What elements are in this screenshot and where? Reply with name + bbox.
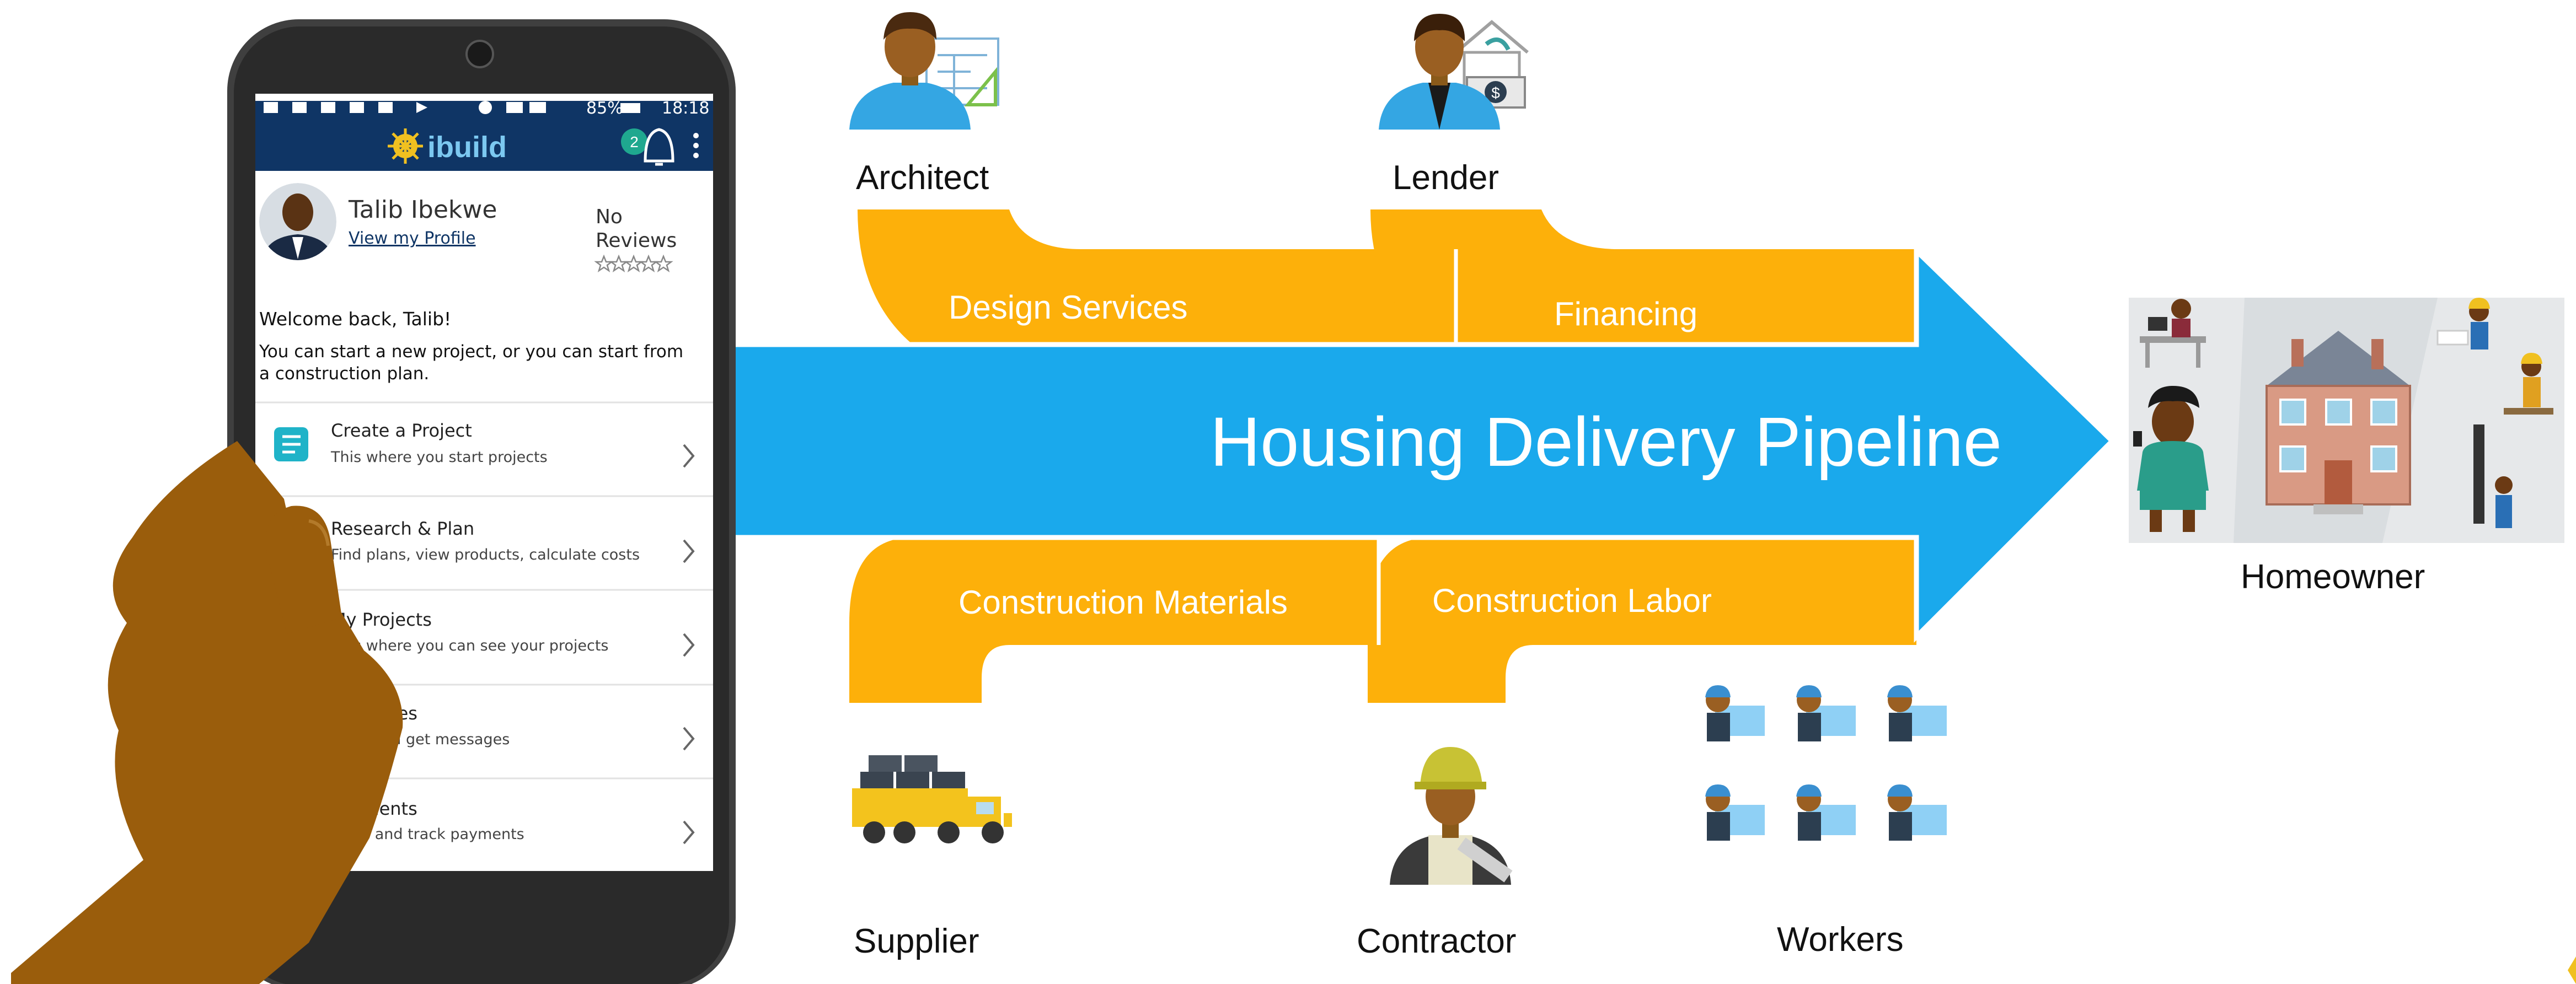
status-icons (264, 101, 640, 114)
homeowner-label: Homeowner (2241, 558, 2425, 596)
ibuild-logo-icon (388, 128, 423, 164)
chevron-right-icon (683, 539, 695, 563)
welcome-text: Welcome back, Talib! (259, 308, 451, 330)
pipeline-title: Housing Delivery Pipeline (1210, 403, 2002, 481)
status-time: 18:18 (662, 99, 709, 118)
corner-star-icon (2568, 956, 2576, 984)
menu-item-title: Research & Plan (331, 518, 474, 539)
menu-item-create-project[interactable]: Create a Project This where you start pr… (255, 401, 713, 468)
chevron-right-icon (683, 820, 695, 845)
contractor-icon (1390, 747, 1513, 885)
architect-icon (849, 12, 999, 130)
menu-item-subtitle: This where you can see your projects (330, 637, 608, 654)
notification-count: 2 (630, 133, 639, 150)
overflow-menu-icon[interactable] (693, 133, 699, 158)
pipeline-arrow (725, 245, 2116, 643)
battery-percent: 85% (586, 99, 623, 118)
menu-item-subtitle: Find plans, view products, calculate cos… (331, 546, 640, 563)
lender-label: Lender (1393, 159, 1499, 197)
workers-label: Workers (1777, 921, 1904, 959)
workers-icon (1705, 685, 1947, 841)
menu-item-subtitle: This where you start projects (330, 449, 548, 466)
reviews-label-line2: Reviews (596, 229, 677, 252)
chevron-right-icon (683, 727, 695, 751)
menu-item-title: Create a Project (331, 420, 472, 441)
design-services-label: Design Services (949, 289, 1188, 326)
financing-flow (1370, 209, 1916, 345)
design-services-flow (858, 209, 1456, 345)
construction-labor-flow (1368, 537, 1916, 703)
pipeline: Housing Delivery Pipeline Design Service… (725, 209, 2116, 703)
intro-text-line2: a construction plan. (259, 364, 429, 384)
chevron-right-icon (683, 633, 695, 657)
rating-stars-icon (594, 254, 673, 272)
hand-icon (11, 441, 403, 984)
architect-label: Architect (856, 159, 989, 197)
app-logo: ibuild (427, 131, 507, 164)
notification-badge (621, 128, 647, 155)
lender-icon: $ (1379, 14, 1529, 130)
construction-materials-flow (849, 537, 1379, 703)
menu-item-research-plan[interactable]: Research & Plan Find plans, view product… (255, 495, 713, 563)
chevron-right-icon (683, 444, 695, 468)
profile-name: Talib Ibekwe (348, 196, 497, 224)
construction-labor-label: Construction Labor (1432, 582, 1712, 619)
financing-label: Financing (1554, 295, 1697, 332)
avatar[interactable] (259, 183, 336, 262)
supplier-label: Supplier (854, 922, 979, 960)
supplier-truck-icon (852, 755, 1012, 843)
contractor-label: Contractor (1357, 922, 1516, 960)
bell-icon[interactable] (644, 128, 674, 166)
homeowner-illustration (2129, 298, 2564, 543)
svg-text:$: $ (1491, 84, 1500, 101)
reviews-label-line1: No (596, 206, 623, 228)
construction-materials-label: Construction Materials (958, 584, 1288, 621)
intro-text-line1: You can start a new project, or you can … (259, 342, 683, 362)
view-profile-link[interactable]: View my Profile (349, 229, 476, 248)
